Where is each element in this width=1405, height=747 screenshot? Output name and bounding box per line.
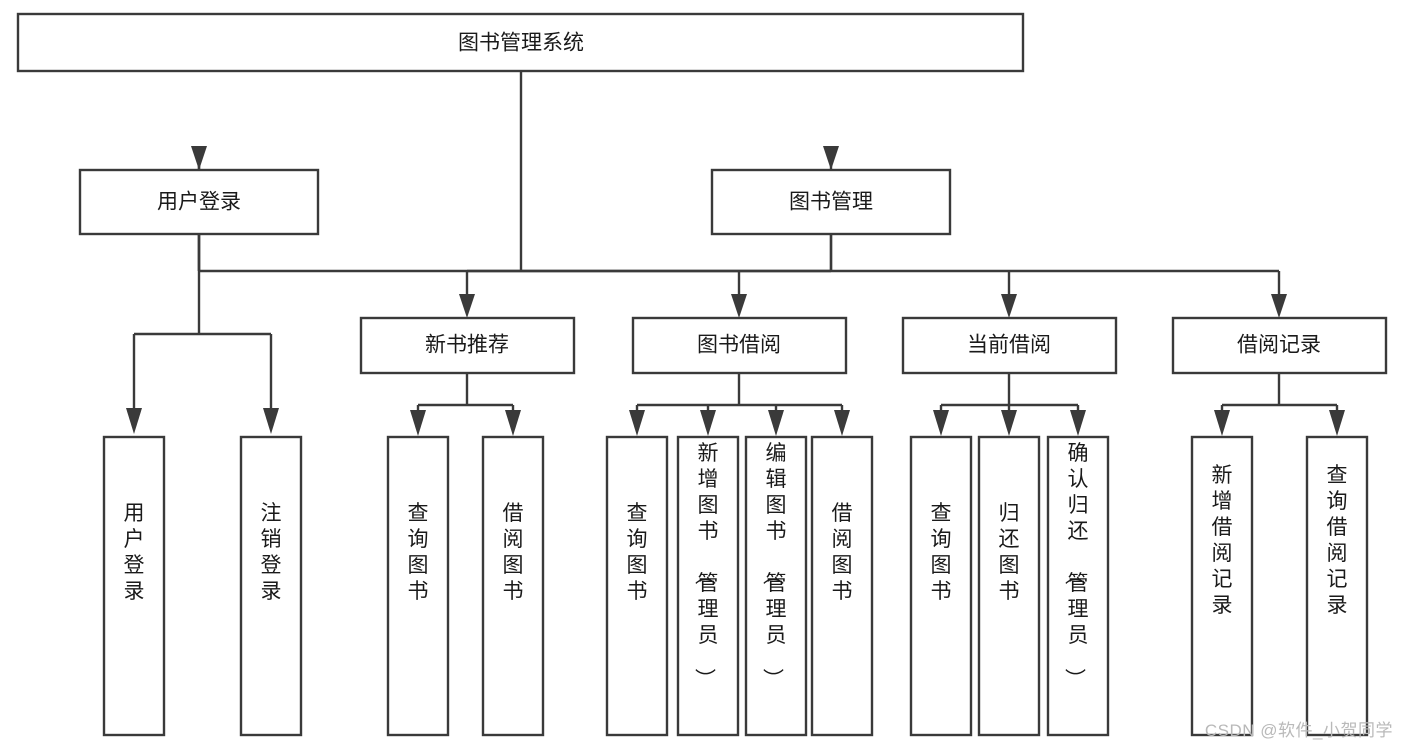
book-borrow-label: 图书借阅 [697, 334, 781, 357]
arrow-borrow-record [1271, 294, 1287, 318]
arrow-leaf-query-record [1329, 410, 1345, 436]
current-borrow-label: 当前借阅 [967, 334, 1051, 357]
arrow-leaf-query-book-3 [933, 410, 949, 436]
root-label: 图书管理系统 [458, 32, 584, 55]
node-borrow-record[interactable]: 借阅记录 [1171, 316, 1388, 375]
leaf-query-record-label: 查询借阅记录 [1327, 464, 1348, 617]
node-leaf-edit-book[interactable]: 编辑图书（管理员） [744, 435, 808, 737]
leaf-borrow-book-2-box[interactable] [810, 435, 874, 737]
arrow-book-borrow [731, 294, 747, 318]
node-leaf-return-book[interactable]: 归还图书 [977, 435, 1041, 737]
arrow-leaf-logout [263, 408, 279, 434]
leaf-user-login-label: 用户登录 [124, 502, 145, 603]
arrow-leaf-borrow-book-1 [505, 410, 521, 436]
leaf-edit-book-box[interactable] [744, 435, 808, 737]
borrow-record-label: 借阅记录 [1237, 334, 1321, 357]
arrow-leaf-query-book-1 [410, 410, 426, 436]
node-leaf-query-book-3[interactable]: 查询图书 [909, 435, 973, 737]
node-root[interactable]: 图书管理系统 [16, 12, 1025, 73]
node-leaf-add-book[interactable]: 新增图书（管理员） [676, 435, 740, 737]
arrow-leaf-edit-book [768, 410, 784, 436]
leaf-logout-login-label: 注销登录 [261, 502, 282, 603]
node-leaf-logout-login[interactable]: 注销登录 [239, 435, 303, 737]
node-new-book-recommend[interactable]: 新书推荐 [359, 316, 576, 375]
borrow-record-box[interactable] [1171, 316, 1388, 375]
arrow-book-management [823, 146, 839, 170]
node-leaf-query-book-2[interactable]: 查询图书 [605, 435, 669, 737]
leaf-return-book-label: 归还图书 [999, 502, 1020, 603]
node-leaf-query-book-1[interactable]: 查询图书 [386, 435, 450, 737]
node-leaf-confirm-return[interactable]: 确认归还（管理员） [1046, 435, 1110, 737]
node-current-borrow[interactable]: 当前借阅 [901, 316, 1118, 375]
leaf-query-book-3-box[interactable] [909, 435, 973, 737]
watermark-text: CSDN @软件_小贺同学 [1204, 721, 1393, 740]
leaf-add-book-box[interactable] [676, 435, 740, 737]
arrow-current-borrow [1001, 294, 1017, 318]
leaf-add-book-label: 新增图书（管理员） [693, 442, 719, 689]
user-login-label: 用户登录 [157, 191, 241, 214]
leaf-query-book-1-label: 查询图书 [408, 502, 429, 603]
user-login-box[interactable] [78, 168, 320, 236]
leaf-confirm-return-label: 确认归还（管理员） [1063, 442, 1089, 689]
node-user-login[interactable]: 用户登录 [78, 168, 320, 236]
book-management-label: 图书管理 [789, 191, 873, 214]
leaf-query-record-box[interactable] [1305, 435, 1369, 737]
connector-layer [126, 71, 1345, 436]
leaf-query-book-3-label: 查询图书 [931, 502, 952, 603]
leaf-add-record-box[interactable] [1190, 435, 1254, 737]
root-box[interactable] [16, 12, 1025, 73]
new-book-recommend-box[interactable] [359, 316, 576, 375]
node-leaf-borrow-book-1[interactable]: 借阅图书 [481, 435, 545, 737]
leaf-borrow-book-1-box[interactable] [481, 435, 545, 737]
arrow-leaf-query-book-2 [629, 410, 645, 436]
arrow-user-login [191, 146, 207, 170]
node-book-borrow[interactable]: 图书借阅 [631, 316, 848, 375]
book-borrow-box[interactable] [631, 316, 848, 375]
node-leaf-add-record[interactable]: 新增借阅记录 [1190, 435, 1254, 737]
leaf-borrow-book-2-label: 借阅图书 [832, 502, 853, 603]
arrow-leaf-confirm-return [1070, 410, 1086, 436]
arrow-leaf-add-book [700, 410, 716, 436]
node-book-management[interactable]: 图书管理 [710, 168, 952, 236]
node-leaf-user-login[interactable]: 用户登录 [102, 435, 166, 737]
leaf-query-book-2-label: 查询图书 [627, 502, 648, 603]
arrow-new-book-recommend [459, 294, 475, 318]
current-borrow-box[interactable] [901, 316, 1118, 375]
leaf-query-book-2-box[interactable] [605, 435, 669, 737]
leaf-return-book-box[interactable] [977, 435, 1041, 737]
leaf-edit-book-label: 编辑图书（管理员） [761, 442, 787, 689]
arrow-leaf-return-book [1001, 410, 1017, 436]
new-book-recommend-label: 新书推荐 [425, 334, 509, 357]
leaf-borrow-book-1-label: 借阅图书 [503, 502, 524, 603]
arrow-leaf-user-login [126, 408, 142, 434]
leaf-query-book-1-box[interactable] [386, 435, 450, 737]
arrow-leaf-add-record [1214, 410, 1230, 436]
leaf-logout-login-box[interactable] [239, 435, 303, 737]
leaf-add-record-label: 新增借阅记录 [1212, 464, 1233, 617]
book-management-box[interactable] [710, 168, 952, 236]
leaf-confirm-return-box[interactable] [1046, 435, 1110, 737]
leaf-user-login-box[interactable] [102, 435, 166, 737]
node-leaf-query-record[interactable]: 查询借阅记录 [1305, 435, 1369, 737]
node-leaf-borrow-book-2[interactable]: 借阅图书 [810, 435, 874, 737]
arrow-leaf-borrow-book-2 [834, 410, 850, 436]
